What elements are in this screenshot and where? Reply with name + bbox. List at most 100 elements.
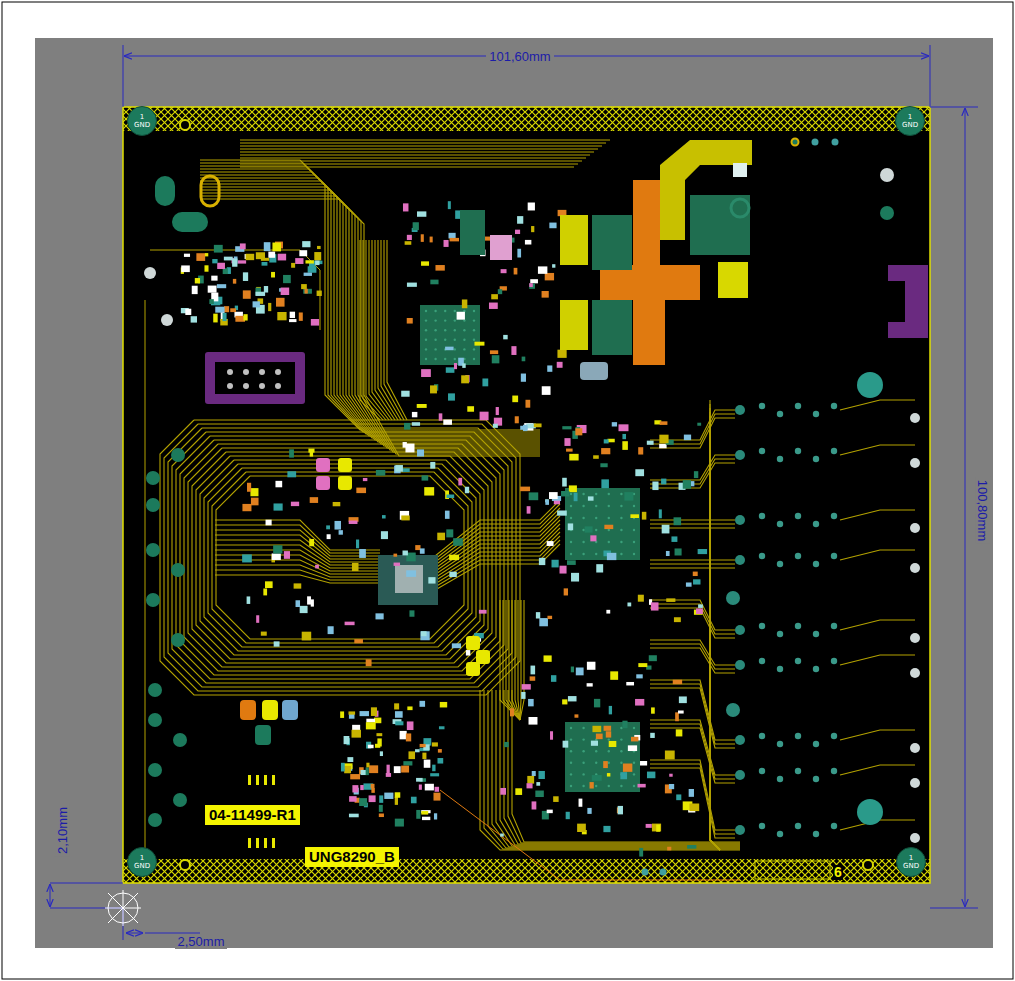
node-text: UNG8290_B [309,848,395,866]
trace [215,530,380,556]
trace [240,160,582,161]
trace [192,452,488,663]
trace [500,600,520,720]
gnd-pad: 1GND [127,106,157,136]
trace [650,567,735,568]
trace [215,555,380,571]
copper-traces [145,140,915,880]
trace [200,196,540,454]
trace [710,412,720,850]
trace [518,600,520,720]
trace [488,690,740,848]
trace [240,166,574,167]
trace [240,151,594,152]
trace [204,464,476,651]
trace [840,445,915,455]
trace [840,765,915,775]
trace [200,172,540,438]
trace [650,764,735,834]
trace [240,142,606,143]
trace [650,760,735,830]
trace [240,145,602,146]
trace [508,690,740,843]
trace [200,460,480,655]
trace [650,559,735,560]
gnd-pad: 1GND [895,106,925,136]
trace [164,424,516,691]
trace [515,600,520,720]
trace [200,184,540,446]
through-hole-pads [144,120,920,876]
trace [492,690,740,847]
trace [840,510,915,520]
trace [184,444,496,671]
trace [650,724,735,779]
trace [430,528,560,581]
trace [240,163,578,164]
trace [650,608,735,638]
trace [150,250,320,330]
trace [430,540,560,590]
trace [200,199,540,456]
trace [710,404,720,850]
trace [240,139,610,140]
node-text: 1 [140,854,144,862]
trace [650,519,735,520]
dimension-lines [50,45,978,940]
trace [240,154,590,155]
node-text: 1 [140,113,144,121]
trace [650,563,735,564]
trace [650,523,735,524]
node-text: 04-11499-R1 [209,806,296,824]
trace [200,169,540,436]
trace [200,178,540,442]
trace [650,684,735,744]
silkscreen-label: UNG8290_B [305,847,399,867]
power-planes [460,140,752,380]
trace [172,432,508,683]
trace [504,690,740,844]
trace [430,508,560,566]
trace [710,408,720,850]
silkscreen-number: 6 [833,865,843,880]
trace [200,160,540,430]
node-text: 1 [908,113,912,121]
trace [512,600,520,720]
trace [200,166,540,434]
trace [650,768,735,838]
trace [840,550,915,560]
trace [440,790,740,880]
gnd-pad: 1GND [127,847,157,877]
dimension-label: 101,60mm [486,49,553,64]
dimension-label: 2,50mm [175,934,228,949]
trace [500,690,740,845]
trace [650,463,735,488]
trace [145,300,146,860]
trace [520,600,521,720]
trace [650,728,735,783]
trace [520,600,524,720]
trace [496,690,740,846]
trace [240,148,598,149]
trace [840,400,915,410]
trace [215,560,380,574]
trace [710,428,720,850]
trace [208,468,472,647]
trace [212,472,468,643]
node-text: GND [902,121,918,129]
ic-packages [378,305,640,792]
trace [710,416,720,850]
trace [650,680,735,740]
trace [840,655,915,665]
trace [710,420,720,850]
trace [215,525,380,553]
trace [216,476,464,639]
trace [176,436,504,679]
trace [650,418,735,448]
node-text: GND [903,862,919,870]
node-text: GND [134,121,150,129]
gnd-pad: 1GND [896,847,926,877]
connectors [155,176,928,404]
